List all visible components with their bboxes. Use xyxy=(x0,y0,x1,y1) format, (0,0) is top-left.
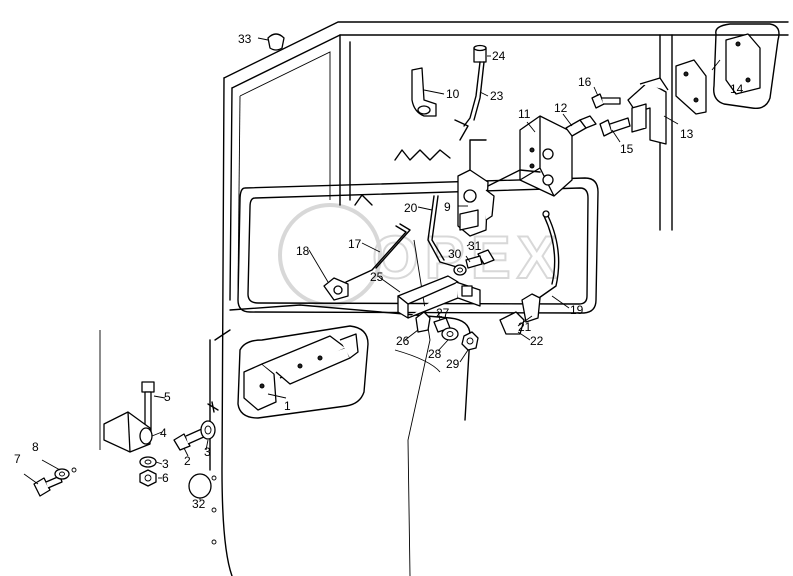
callout-4: 4 xyxy=(160,426,167,440)
part-30-washer xyxy=(453,264,467,276)
callout-28: 28 xyxy=(428,347,442,361)
callout-25: 25 xyxy=(370,270,384,284)
part-15-bolt xyxy=(599,117,631,137)
leader-lines xyxy=(23,37,721,500)
part-6-nut xyxy=(139,469,157,487)
callout-20: 20 xyxy=(404,201,418,215)
callout-33: 33 xyxy=(238,32,252,46)
part-3-washer-upper xyxy=(200,420,216,440)
callout-3-lower: 3 xyxy=(162,457,169,471)
callout-23: 23 xyxy=(490,89,504,103)
watermark: OPEX xyxy=(278,203,563,307)
callout-11: 11 xyxy=(518,107,531,121)
callout-13: 13 xyxy=(680,127,694,141)
callout-14: 14 xyxy=(730,82,744,96)
part-13-striker-bracket xyxy=(627,77,669,145)
part-32-plug xyxy=(188,473,212,499)
callout-3-upper: 3 xyxy=(204,445,211,459)
part-12-bolt xyxy=(565,115,597,137)
callout-1: 1 xyxy=(284,399,291,413)
callout-19: 19 xyxy=(570,303,584,317)
watermark-text: OPEX xyxy=(372,224,563,291)
callout-5: 5 xyxy=(164,390,171,404)
part-33-bumper xyxy=(267,33,285,51)
part-19-cable xyxy=(535,210,560,301)
part-31-pin xyxy=(465,249,495,269)
part-14-striker-plate xyxy=(675,23,780,115)
callout-6: 6 xyxy=(162,471,169,485)
callout-21: 21 xyxy=(518,320,532,334)
part-24-bushing xyxy=(473,44,487,63)
part-5-bolt xyxy=(141,381,155,433)
part-20-rod xyxy=(427,195,461,269)
callout-30: 30 xyxy=(448,247,462,261)
part-17-rod xyxy=(345,223,411,283)
part-23-rod xyxy=(454,61,485,141)
callout-12: 12 xyxy=(554,101,568,115)
callout-labels: 33 24 23 10 11 12 16 15 13 14 9 20 17 18… xyxy=(14,32,744,511)
callout-32: 32 xyxy=(192,497,206,511)
callout-2: 2 xyxy=(184,454,191,468)
part-29-nut xyxy=(461,331,479,351)
callout-29: 29 xyxy=(446,357,460,371)
part-21-bracket xyxy=(521,293,541,323)
part-26-bracket xyxy=(415,311,431,333)
callout-15: 15 xyxy=(620,142,634,156)
part-1-outer-handle xyxy=(237,325,369,419)
callout-7: 7 xyxy=(14,452,21,466)
callout-26: 26 xyxy=(396,334,410,348)
callout-24: 24 xyxy=(492,49,506,63)
callout-10: 10 xyxy=(446,87,460,101)
part-7-bolt xyxy=(33,475,63,497)
part-8-washer xyxy=(54,467,77,480)
part-16-bolt xyxy=(591,93,621,109)
callout-22: 22 xyxy=(530,334,544,348)
callout-8: 8 xyxy=(32,440,39,454)
callout-18: 18 xyxy=(296,244,310,258)
callout-9: 9 xyxy=(444,200,451,214)
callout-27: 27 xyxy=(436,306,450,320)
door-panel-outline xyxy=(99,21,789,576)
callout-17: 17 xyxy=(348,237,362,251)
part-3-washer-lower xyxy=(139,456,157,468)
part-11-lock-housing xyxy=(519,115,573,197)
part-9-lock-mechanism xyxy=(457,139,541,237)
part-25-inner-handle xyxy=(397,275,481,319)
callout-16: 16 xyxy=(578,75,592,89)
part-28-washer xyxy=(441,327,459,341)
callout-31: 31 xyxy=(468,239,482,253)
part-10-bracket xyxy=(411,67,437,117)
part-18-clip xyxy=(323,277,349,301)
part-22-clip xyxy=(499,311,525,335)
part-4-hinge xyxy=(103,401,219,453)
